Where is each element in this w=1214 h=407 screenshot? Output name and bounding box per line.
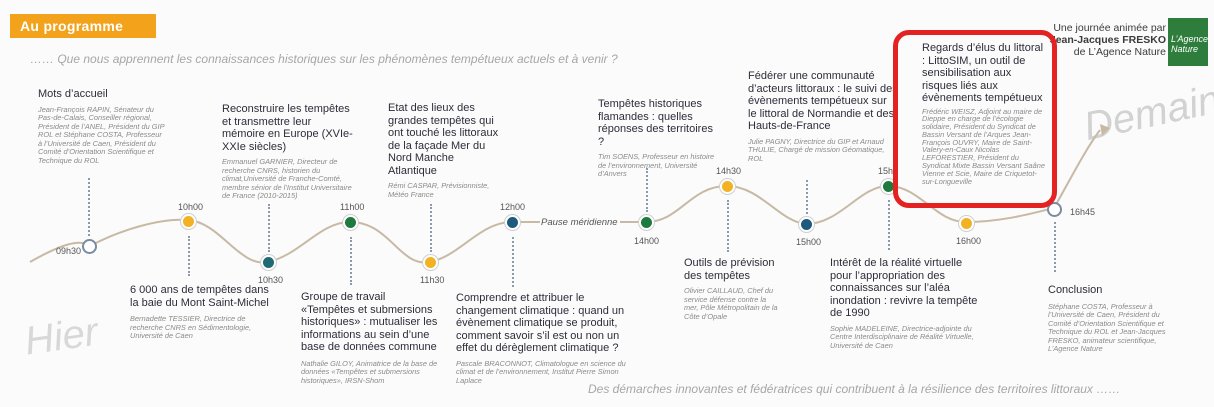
animator-name: Jean-Jacques FRESKO (1049, 34, 1166, 46)
session-realite-virtuelle: Intérêt de la réalité virtuelle pour l’a… (830, 257, 978, 350)
session-speakers: Frédéric WEISZ, Adjoint au maire de Diep… (922, 106, 1045, 186)
session-title: Fédérer une communauté d’acteurs littora… (748, 70, 898, 132)
node-1030 (261, 255, 276, 270)
connector-1200 (512, 237, 514, 287)
time-1600: 16h00 (956, 236, 982, 246)
session-title: Conclusion (1048, 284, 1103, 296)
node-1200 (505, 215, 520, 230)
connector-1400 (646, 168, 648, 212)
connector-1130 (430, 204, 432, 252)
time-1130: 11h30 (420, 275, 445, 285)
program-subtitle: …… Que nous apprennent les connaissances… (30, 52, 618, 66)
time-1400: 14h00 (634, 236, 660, 246)
node-1100 (343, 215, 358, 230)
session-federer: Fédérer une communauté d’acteurs littora… (748, 70, 898, 163)
connector-1000 (188, 236, 190, 276)
session-speakers: Emmanuel GARNIER, Directeur de recherche… (222, 157, 352, 201)
connector-1645 (1054, 222, 1056, 272)
animator-line: Une journée animée par (1053, 22, 1166, 34)
connector-1030 (268, 204, 270, 252)
session-speakers: Tim SOENS, Professeur en histoire de l’e… (598, 152, 715, 179)
session-etat-des-lieux: Etat des lieux des grandes tempêtes qui … (388, 102, 502, 199)
session-speakers: Sophie MADELEINE, Directrice-adjointe du… (830, 323, 974, 350)
session-tempetes-flamandes: Tempêtes historiques flamandes : quelles… (598, 98, 722, 179)
session-speakers: Stéphane COSTA, Professeur à l’Universit… (1048, 301, 1166, 354)
time-1200: 12h00 (500, 202, 526, 212)
node-1600 (959, 216, 974, 231)
connector-1430 (727, 200, 729, 252)
session-speakers: Jean-François RAPIN, Sénateur du Pas-de-… (38, 104, 165, 166)
connector-1500 (806, 180, 808, 214)
connector-1100 (350, 237, 352, 285)
time-1100: 11h00 (340, 202, 365, 212)
node-1430 (720, 179, 735, 194)
session-title: 6 000 ans de tempêtes dans la baie du Mo… (130, 284, 269, 309)
session-conclusion: Conclusion Stéphane COSTA, Professeur à … (1048, 284, 1166, 354)
session-title: Mots d’accueil (38, 88, 108, 100)
node-1500 (799, 217, 814, 232)
pause-label: Pause méridienne (541, 217, 618, 228)
timeline-path-morning (29, 218, 540, 264)
session-title: Intérêt de la réalité virtuelle pour l’a… (830, 257, 978, 319)
session-comprendre: Comprendre et attribuer le changement cl… (456, 292, 626, 385)
session-mots-accueil: Mots d’accueil Jean-François RAPIN, Séna… (38, 88, 166, 166)
session-title: Groupe de travail «Tempêtes et submersio… (301, 291, 438, 353)
session-title: Tempêtes historiques flamandes : quelles… (598, 98, 713, 148)
session-title: Etat des lieux des grandes tempêtes qui … (388, 102, 499, 177)
session-title: Outils de prévision des tempêtes (684, 257, 775, 282)
session-speakers: Bernadette TESSIER, Directrice de recher… (130, 314, 252, 341)
timeline-arrow (1100, 124, 1110, 136)
connector-1530 (888, 200, 890, 250)
program-tagline: Des démarches innovantes et fédératrices… (588, 382, 1121, 396)
node-0930 (82, 239, 97, 254)
session-regards-elus: Regards d’élus du littoral : LittoSIM, u… (922, 42, 1046, 185)
node-1130 (423, 255, 438, 270)
node-1645 (1047, 202, 1062, 217)
agence-nature-logo: L’Agence Nature (1168, 18, 1208, 66)
session-outils-prevision: Outils de prévision des tempêtes Olivier… (684, 257, 782, 321)
animator-credit: Une journée animée par Jean-Jacques FRES… (1040, 22, 1166, 58)
session-reconstruire: Reconstruire les tempêtes et transmettre… (222, 103, 356, 201)
program-badge: Au programme (10, 14, 156, 38)
node-1400 (639, 215, 654, 230)
time-1000: 10h00 (178, 202, 204, 212)
time-0930: 09h30 (56, 246, 82, 256)
session-title: Regards d’élus du littoral : LittoSIM, u… (922, 42, 1044, 104)
connector-0930 (88, 178, 90, 236)
time-1030: 10h30 (258, 275, 284, 285)
session-speakers: Pascale BRACONNOT, Climatologue en scien… (456, 358, 626, 385)
animator-org: de L’Agence Nature (1073, 46, 1166, 58)
session-speakers: Rémi CASPAR, Prévisionniste, Météo Franc… (388, 181, 490, 199)
time-1645: 16h45 (1070, 207, 1096, 217)
node-1000 (181, 214, 196, 229)
time-1500: 15h00 (796, 237, 822, 247)
session-speakers: Olivier CAILLAUD, Chef du service défens… (684, 286, 778, 321)
session-title: Reconstruire les tempêtes et transmettre… (222, 103, 353, 153)
time-1530: 15h3 (878, 166, 899, 176)
session-6000-ans: 6 000 ans de tempêtes dans la baie du Mo… (130, 284, 270, 341)
session-speakers: Nathalie GILOY, Animatrice de la base de… (301, 358, 438, 385)
session-speakers: Julie PAGNY, Directrice du GIP et Arnaud… (748, 136, 885, 163)
highlight-box (893, 30, 1057, 208)
session-title: Comprendre et attribuer le changement cl… (456, 292, 625, 354)
time-1430: 14h30 (716, 166, 742, 176)
session-groupe-travail: Groupe de travail «Tempêtes et submersio… (301, 291, 441, 385)
